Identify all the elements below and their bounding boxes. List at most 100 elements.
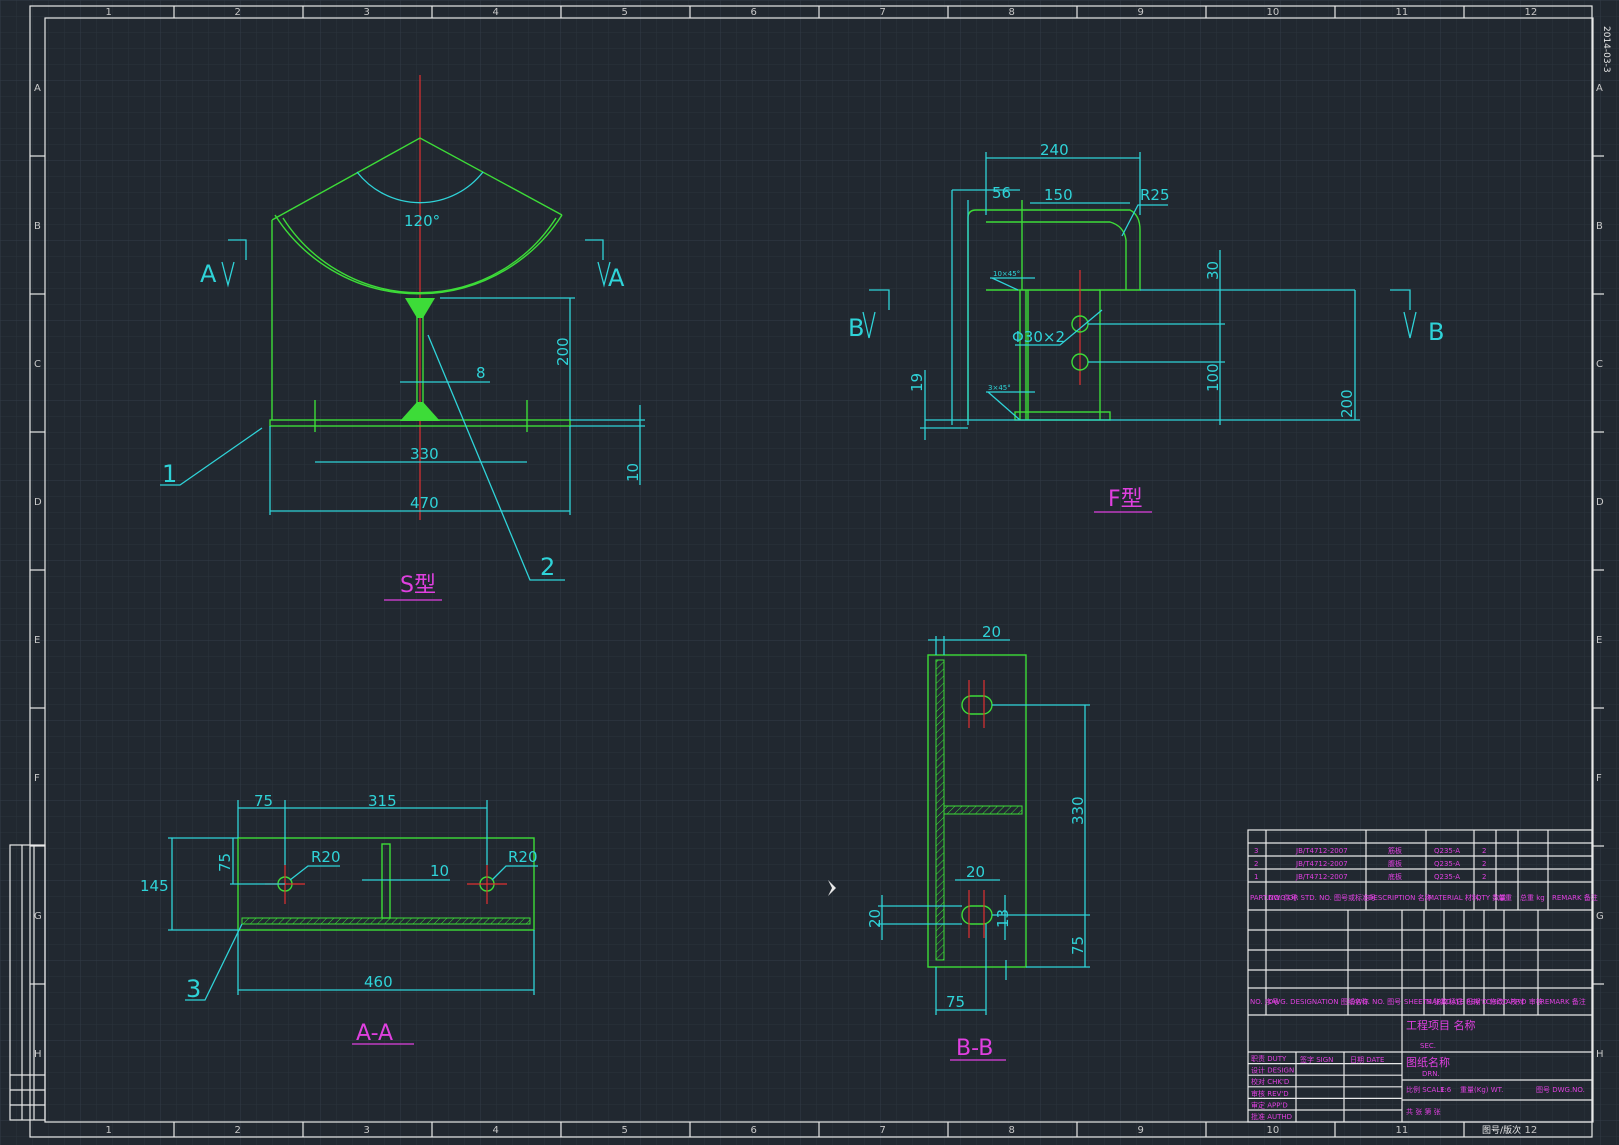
part-std: JB/T4712-2007 <box>1295 847 1348 855</box>
part-qty: 2 <box>1482 873 1486 881</box>
col-label-bottom: 9 <box>1138 1125 1144 1136</box>
tb-sign: 签字 SIGN <box>1300 1055 1333 1064</box>
parts-header-cell: DWG.OR STD. NO. 图号或标准号 <box>1268 893 1376 902</box>
col-label-bottom: 5 <box>622 1125 628 1136</box>
row-label-left: D <box>34 497 42 508</box>
part-qty: 2 <box>1482 847 1486 855</box>
dwg-header-cell: CHK'D 校对 <box>1486 997 1524 1006</box>
tb-section: SEC. <box>1420 1042 1436 1050</box>
row-label-right: H <box>1596 1049 1604 1060</box>
part-desc: 筋板 <box>1388 846 1402 855</box>
aa-radius-left: R20 <box>311 848 341 866</box>
duty-row-label: 审核 REV'D <box>1251 1089 1289 1098</box>
bb-dim-75-bottom: 75 <box>946 993 965 1011</box>
dwg-header-cell: APP'D 审核 <box>1506 997 1543 1006</box>
duty-row-label: 批准 AUTHD <box>1251 1112 1292 1121</box>
dwg-list-grid <box>1248 929 1592 1016</box>
col-label-top: 7 <box>880 7 886 18</box>
aa-dim-10: 10 <box>430 862 449 880</box>
col-label-bottom: 8 <box>1009 1125 1015 1136</box>
s-dim-8: 8 <box>476 364 486 382</box>
parts-header-cell: QTY 数量 <box>1476 893 1506 902</box>
col-label-top: 10 <box>1267 7 1280 18</box>
s-dim-200: 200 <box>554 337 572 366</box>
bb-dim-13: 13 <box>994 909 1012 928</box>
s-type-view[interactable]: 120° 200 8 330 470 10 1 2 A A S型 <box>160 75 645 601</box>
parts-header-cell: 总重 kg <box>1520 893 1545 902</box>
bb-rib <box>943 805 1023 815</box>
f-chamfer-2: 3×45° <box>988 384 1011 392</box>
f-dim-200: 200 <box>1338 389 1356 418</box>
bb-dim-330: 330 <box>1069 796 1087 825</box>
f-type-view[interactable]: 240 56 150 R25 30 100 200 Φ30×2 19 10×45… <box>848 141 1444 513</box>
f-chamfer-1: 10×45° <box>993 270 1020 278</box>
f-dim-56: 56 <box>992 184 1011 202</box>
f-dim-150: 150 <box>1044 186 1073 204</box>
tb-drawing-name-en: DRN. <box>1422 1070 1440 1078</box>
part-material: Q235-A <box>1434 860 1460 868</box>
col-label-top: 9 <box>1138 7 1144 18</box>
row-label-left: C <box>34 359 41 370</box>
row-label-right: D <box>1596 497 1604 508</box>
duty-row-label: 设计 DESIGN <box>1251 1066 1294 1075</box>
row-label-right: B <box>1596 221 1603 232</box>
f-dim-19: 19 <box>908 373 926 392</box>
col-label-bottom: 11 <box>1396 1125 1409 1136</box>
row-label-right: A <box>1596 83 1603 94</box>
aa-dim-460: 460 <box>364 973 393 991</box>
s-section-left: A <box>200 260 217 288</box>
col-label-bottom: 4 <box>493 1125 499 1136</box>
part-qty: 2 <box>1482 860 1486 868</box>
col-label-top: 2 <box>235 7 241 18</box>
bb-dim-20-left: 20 <box>866 909 884 928</box>
duty-row-label: 审定 APP'D <box>1251 1100 1288 1109</box>
aa-dim-75-side: 75 <box>216 853 234 872</box>
col-label-top: 4 <box>493 7 499 18</box>
dwg-header-cell: MARK 标记 <box>1426 997 1463 1006</box>
aa-callout-3: 3 <box>186 975 201 1003</box>
section-aa-title: A-A <box>356 1021 393 1046</box>
row-label-right: C <box>1596 359 1603 370</box>
part-material: Q235-A <box>1434 873 1460 881</box>
weld-top <box>405 298 435 318</box>
col-label-top: 5 <box>622 7 628 18</box>
col-label-top: 3 <box>364 7 370 18</box>
row-label-right: E <box>1596 635 1602 646</box>
tb-project: 工程项目 名称 <box>1406 1018 1476 1032</box>
aa-bottom-plate <box>241 917 531 925</box>
col-label-bottom: 10 <box>1267 1125 1280 1136</box>
aa-dim-315: 315 <box>368 792 397 810</box>
parts-header-cell: MATERIAL 材料 <box>1428 893 1479 902</box>
bb-dim-20-top: 20 <box>982 623 1001 641</box>
col-label-bottom: 6 <box>751 1125 757 1136</box>
part-no: 2 <box>1254 860 1258 868</box>
col-label-bottom: 3 <box>364 1125 370 1136</box>
section-bb-view[interactable]: 20 330 20 20 13 75 75 B-B <box>866 623 1090 1061</box>
col-label-top: 11 <box>1396 7 1409 18</box>
section-aa-view[interactable]: 75 315 145 75 R20 R20 10 460 3 A-A <box>140 792 538 1046</box>
dwg-header-cell: REV'D 修改 <box>1466 997 1504 1006</box>
bb-dim-20-mid: 20 <box>966 863 985 881</box>
row-label-left: E <box>34 635 40 646</box>
row-label-left: F <box>34 773 40 784</box>
section-bb-title: B-B <box>956 1036 993 1061</box>
tb-sheets: 共 张 第 张 <box>1406 1107 1441 1116</box>
f-dim-30: 30 <box>1204 261 1222 280</box>
s-callout-2: 2 <box>540 553 555 581</box>
dwg-header-cell: DATE 日期 <box>1446 998 1480 1006</box>
col-label-top: 1 <box>106 7 112 18</box>
tb-weight: 重量(Kg) WT. <box>1460 1086 1503 1094</box>
row-label-right: G <box>1596 911 1604 922</box>
s-section-right: A <box>608 264 625 292</box>
col-label-bottom: 12 <box>1525 1125 1538 1136</box>
f-dim-240: 240 <box>1040 141 1069 159</box>
bb-left-plate <box>935 659 945 961</box>
row-label-left: G <box>34 911 42 922</box>
duty-row-label: 职责 DUTY <box>1251 1054 1287 1063</box>
s-angle-label: 120° <box>404 212 440 230</box>
tb-drawing-name: 图纸名称 <box>1406 1055 1450 1069</box>
row-label-left: B <box>34 221 41 232</box>
